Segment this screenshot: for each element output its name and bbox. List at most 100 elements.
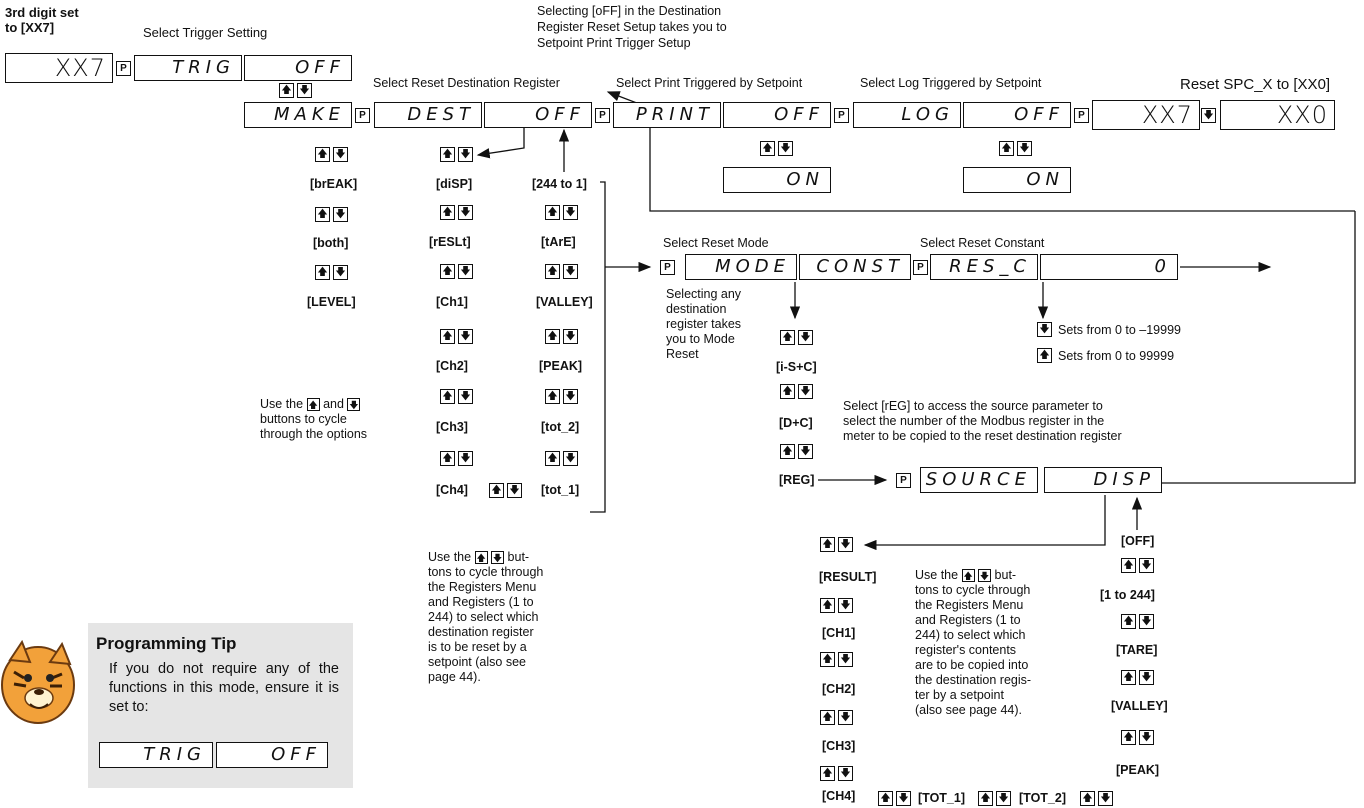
source-option[interactable]: [RESULT] (819, 570, 876, 584)
source-option[interactable]: [1 to 244] (1100, 588, 1155, 602)
up-arrow-icon[interactable]: 🡅 (545, 389, 560, 404)
up-arrow-icon[interactable]: 🡅 (545, 329, 560, 344)
up-arrow-icon[interactable]: 🡅 (440, 329, 455, 344)
down-arrow-icon[interactable]: 🡇 (333, 265, 348, 280)
up-down-buttons[interactable]: 🡅🡇 (760, 141, 794, 156)
source-option[interactable]: [VALLEY] (1111, 699, 1168, 713)
down-arrow-icon[interactable]: 🡇 (1201, 108, 1216, 123)
dest-option[interactable]: [tot_2] (541, 420, 579, 434)
up-down-buttons[interactable]: 🡅🡇 (780, 444, 814, 459)
up-arrow-icon[interactable]: 🡅 (1121, 614, 1136, 629)
up-down-buttons[interactable]: 🡅🡇 (820, 652, 854, 667)
up-down-buttons[interactable]: 🡅🡇 (545, 451, 579, 466)
up-down-buttons[interactable]: 🡅🡇 (440, 205, 474, 220)
source-option[interactable]: [PEAK] (1116, 763, 1159, 777)
p-key-icon[interactable]: P (355, 108, 370, 123)
down-arrow-icon[interactable]: 🡇 (333, 147, 348, 162)
down-arrow-icon[interactable]: 🡇 (996, 791, 1011, 806)
down-arrow-icon[interactable]: 🡇 (896, 791, 911, 806)
down-arrow-icon[interactable]: 🡇 (798, 384, 813, 399)
up-down-buttons[interactable]: 🡅🡇 (440, 389, 474, 404)
down-arrow-icon[interactable]: 🡇 (458, 389, 473, 404)
up-down-buttons[interactable]: 🡅🡇 (545, 389, 579, 404)
down-arrow-icon[interactable]: 🡇 (838, 652, 853, 667)
mode-option[interactable]: [i-S+C] (776, 360, 817, 374)
down-arrow-icon[interactable]: 🡇 (1098, 791, 1113, 806)
up-arrow-icon[interactable]: 🡅 (440, 205, 455, 220)
down-arrow-icon[interactable]: 🡇 (563, 205, 578, 220)
down-arrow-icon[interactable]: 🡇 (458, 329, 473, 344)
up-down-buttons[interactable]: 🡅🡇 (545, 264, 579, 279)
up-down-buttons[interactable]: 🡅🡇 (820, 537, 854, 552)
down-arrow-icon[interactable]: 🡇 (1139, 730, 1154, 745)
down-arrow-icon[interactable]: 🡇 (1139, 670, 1154, 685)
mode-option[interactable]: [REG] (779, 473, 814, 487)
up-arrow-icon[interactable]: 🡅 (820, 766, 835, 781)
make-option[interactable]: [both] (313, 236, 348, 250)
up-arrow-icon[interactable]: 🡅 (440, 264, 455, 279)
p-key-icon[interactable]: P (660, 260, 675, 275)
up-down-buttons[interactable]: 🡅🡇 (279, 83, 313, 98)
up-arrow-icon[interactable]: 🡅 (760, 141, 775, 156)
up-down-buttons[interactable]: 🡅🡇 (1080, 791, 1114, 806)
up-down-buttons[interactable]: 🡅🡇 (440, 329, 474, 344)
down-button[interactable]: 🡇 (1201, 108, 1216, 123)
down-arrow-icon[interactable]: 🡇 (798, 444, 813, 459)
up-arrow-icon[interactable]: 🡅 (1121, 558, 1136, 573)
up-down-buttons[interactable]: 🡅🡇 (545, 329, 579, 344)
down-arrow-icon[interactable]: 🡇 (1017, 141, 1032, 156)
up-arrow-icon[interactable]: 🡅 (545, 451, 560, 466)
down-arrow-icon[interactable]: 🡇 (297, 83, 312, 98)
down-arrow-icon[interactable]: 🡇 (838, 537, 853, 552)
up-down-buttons[interactable]: 🡅🡇 (1121, 670, 1155, 685)
dest-option[interactable]: [244 to 1] (532, 177, 587, 191)
down-arrow-icon[interactable]: 🡇 (798, 330, 813, 345)
up-arrow-icon[interactable]: 🡅 (1037, 348, 1052, 363)
down-arrow-icon[interactable]: 🡇 (838, 598, 853, 613)
dest-option[interactable]: [Ch2] (436, 359, 468, 373)
dest-option[interactable]: [diSP] (436, 177, 472, 191)
up-arrow-icon[interactable]: 🡅 (315, 147, 330, 162)
dest-option[interactable]: [tArE] (541, 235, 576, 249)
down-arrow-icon[interactable]: 🡇 (1139, 614, 1154, 629)
dest-option[interactable]: [Ch4] (436, 483, 468, 497)
down-button[interactable]: 🡇 (1037, 322, 1052, 337)
up-arrow-icon[interactable]: 🡅 (1121, 730, 1136, 745)
up-arrow-icon[interactable]: 🡅 (545, 264, 560, 279)
source-option[interactable]: [TOT_1] (918, 791, 965, 805)
up-down-buttons[interactable]: 🡅🡇 (489, 483, 523, 498)
up-down-buttons[interactable]: 🡅🡇 (440, 264, 474, 279)
up-arrow-icon[interactable]: 🡅 (1121, 670, 1136, 685)
up-arrow-icon[interactable]: 🡅 (780, 384, 795, 399)
up-down-buttons[interactable]: 🡅🡇 (999, 141, 1033, 156)
source-option[interactable]: [CH3] (822, 739, 855, 753)
up-arrow-icon[interactable]: 🡅 (1080, 791, 1095, 806)
down-arrow-icon[interactable]: 🡇 (838, 710, 853, 725)
p-key-icon[interactable]: P (834, 108, 849, 123)
up-down-buttons[interactable]: 🡅🡇 (315, 147, 349, 162)
up-down-buttons[interactable]: 🡅🡇 (820, 766, 854, 781)
source-option[interactable]: [CH2] (822, 682, 855, 696)
down-arrow-icon[interactable]: 🡇 (563, 264, 578, 279)
up-down-buttons[interactable]: 🡅🡇 (820, 598, 854, 613)
up-arrow-icon[interactable]: 🡅 (315, 207, 330, 222)
down-arrow-icon[interactable]: 🡇 (458, 205, 473, 220)
p-key-icon[interactable]: P (1074, 108, 1089, 123)
dest-option[interactable]: [tot_1] (541, 483, 579, 497)
down-arrow-icon[interactable]: 🡇 (333, 207, 348, 222)
source-option[interactable]: [TOT_2] (1019, 791, 1066, 805)
up-arrow-icon[interactable]: 🡅 (820, 598, 835, 613)
up-arrow-icon[interactable]: 🡅 (440, 451, 455, 466)
source-option[interactable]: [CH4] (822, 789, 855, 803)
dest-option[interactable]: [rESLt] (429, 235, 471, 249)
source-option[interactable]: [CH1] (822, 626, 855, 640)
up-arrow-icon[interactable]: 🡅 (489, 483, 504, 498)
up-arrow-icon[interactable]: 🡅 (279, 83, 294, 98)
down-arrow-icon[interactable]: 🡇 (563, 329, 578, 344)
up-arrow-icon[interactable]: 🡅 (780, 330, 795, 345)
mode-option[interactable]: [D+C] (779, 416, 813, 430)
p-key-icon[interactable]: P (116, 61, 131, 76)
up-arrow-icon[interactable]: 🡅 (820, 537, 835, 552)
down-arrow-icon[interactable]: 🡇 (838, 766, 853, 781)
up-arrow-icon[interactable]: 🡅 (545, 205, 560, 220)
